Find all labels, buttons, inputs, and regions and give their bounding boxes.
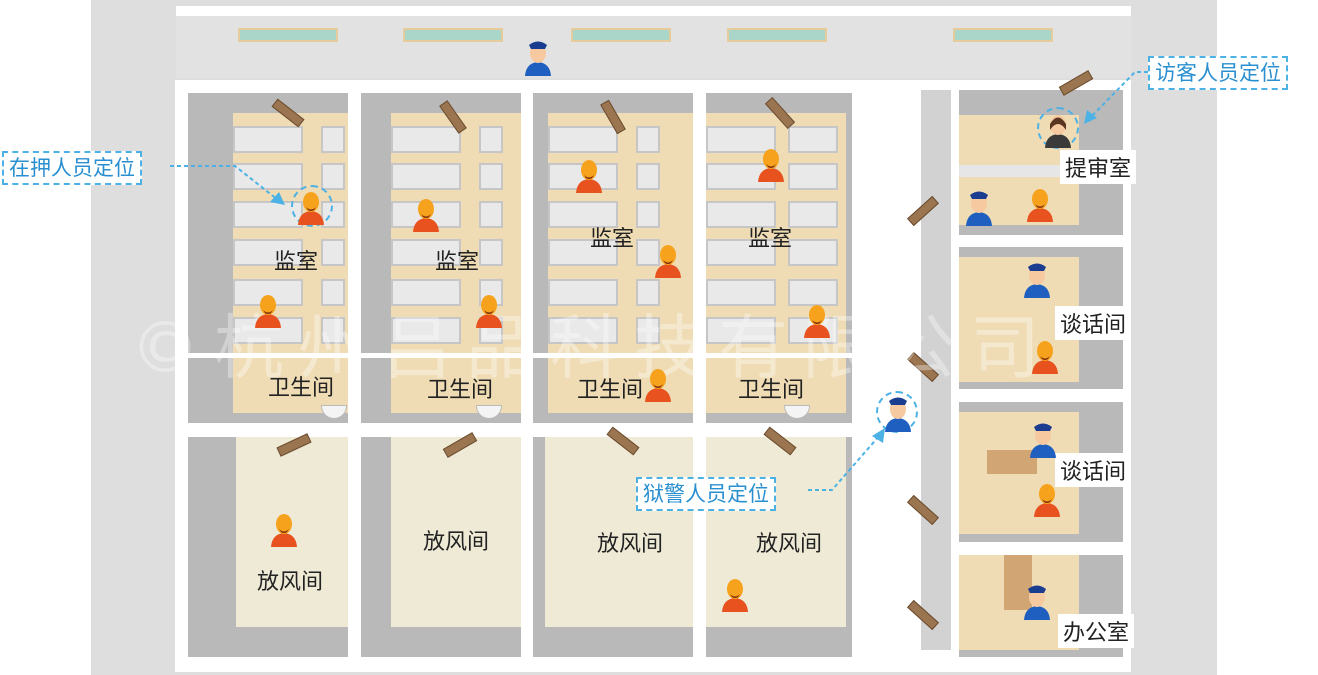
inmate-figure: [474, 288, 504, 328]
inmate-figure: [253, 288, 283, 328]
inmate-figure: [1032, 477, 1062, 517]
visitor-figure: [1043, 108, 1073, 148]
detainee-marker: [291, 185, 333, 227]
toilet-label: 卫生间: [267, 376, 335, 401]
guard-marker: [876, 391, 918, 433]
inmate-figure: [653, 238, 683, 278]
cell-label: 监室: [273, 250, 319, 275]
skylight: [571, 28, 671, 42]
watermark: ©杭州吕品科技有限公司: [130, 307, 1054, 389]
inmate-figure: [269, 507, 299, 547]
yard-room: [706, 437, 852, 657]
inmate-figure: [720, 572, 750, 612]
inmate-figure: [574, 153, 604, 193]
cell-label: 监室: [589, 227, 635, 252]
skylight: [238, 28, 338, 42]
guard-callout: 狱警人员定位: [636, 477, 776, 511]
inmate-figure: [802, 298, 832, 338]
top-corridor-wall: [176, 6, 1131, 16]
yard-label: 放风间: [422, 530, 490, 555]
toilet-label: 卫生间: [737, 378, 805, 403]
visitor-callout: 访客人员定位: [1148, 56, 1288, 90]
visitor-marker: [1037, 107, 1079, 149]
cell-room: [361, 93, 521, 423]
skylight: [953, 28, 1053, 42]
top-corridor: [176, 16, 1131, 78]
yard-label: 放风间: [596, 532, 664, 557]
skylight: [403, 28, 503, 42]
toilet-label: 卫生间: [576, 378, 644, 403]
detainee-callout: 在押人员定位: [2, 151, 142, 185]
inmate-figure: [411, 192, 441, 232]
inmate-figure: [296, 185, 326, 225]
guard-figure: [1022, 580, 1052, 620]
yard-room: [361, 437, 521, 657]
yard-room: [533, 437, 693, 657]
inmate-figure: [1025, 182, 1055, 222]
cell-label: 监室: [747, 227, 793, 252]
cell-label: 监室: [434, 250, 480, 275]
cell-room: [188, 93, 348, 423]
office-room-label: 办公室: [1058, 614, 1135, 648]
guard-figure: [1028, 418, 1058, 458]
floor-plan: [91, 0, 1217, 675]
yard-label: 放风间: [755, 532, 823, 557]
skylight: [727, 28, 827, 42]
inmate-figure: [643, 362, 673, 402]
toilet-label: 卫生间: [426, 378, 494, 403]
guard-figure: [964, 186, 994, 226]
inmate-figure: [1030, 334, 1060, 374]
talk-room-label: 谈话间: [1055, 453, 1132, 487]
guard-figure: [1022, 258, 1052, 298]
guard-figure: [523, 36, 553, 76]
trial-room-label: 提审室: [1060, 150, 1137, 184]
inmate-figure: [756, 142, 786, 182]
guard-figure: [883, 392, 913, 432]
yard-label: 放风间: [256, 570, 324, 595]
yard-room: [188, 437, 348, 657]
talk-room-label: 谈话间: [1055, 306, 1132, 340]
